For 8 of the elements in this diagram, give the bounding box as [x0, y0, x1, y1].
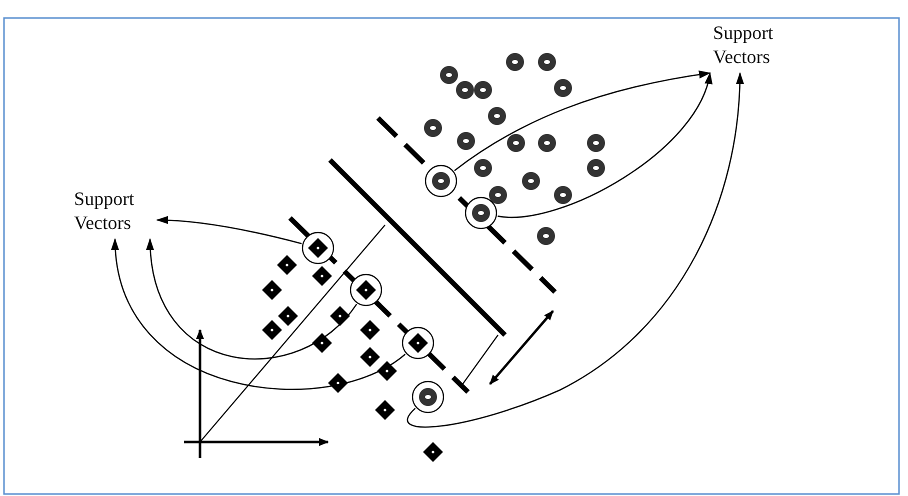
- leader-line: [498, 72, 712, 218]
- leader-line: [408, 72, 744, 428]
- leader-line: [147, 238, 358, 360]
- callout-label: Support Vectors: [74, 188, 136, 236]
- leader-line: [112, 238, 406, 390]
- leader-line: [454, 70, 711, 172]
- callout-label: Support Vectors: [713, 22, 774, 70]
- leader-line: [156, 216, 302, 244]
